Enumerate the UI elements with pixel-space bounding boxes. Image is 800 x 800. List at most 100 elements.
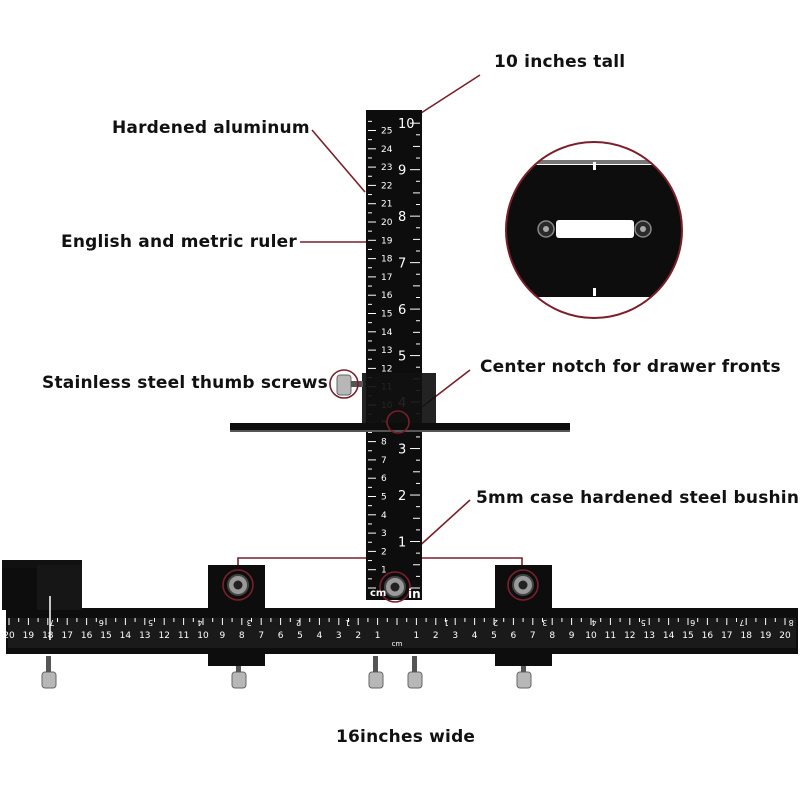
h-inch-label-right: 8	[789, 618, 794, 627]
h-cm-label-right: 1	[414, 631, 420, 641]
h-inch-label-left: 7	[50, 618, 55, 627]
h-cm-label-left: 1	[375, 631, 381, 641]
h-cm-label-right: 19	[760, 631, 772, 641]
h-inch-label-right: 3	[542, 618, 547, 627]
h-cm-label-left: 2	[355, 631, 361, 641]
h-cm-label-left: 7	[258, 631, 264, 641]
h-cm-label-left: 19	[23, 631, 35, 641]
cross-fence-plate	[230, 423, 570, 430]
callout-material: Hardened aluminum	[112, 118, 310, 138]
v-inch-label: 5	[398, 350, 406, 365]
end-fence-top	[2, 560, 82, 568]
h-inch-label-right: 1	[444, 618, 449, 627]
leader-material	[311, 129, 366, 193]
v-cm-label: 25	[381, 127, 392, 137]
vertical-ruler-body	[366, 110, 422, 600]
vertical-ruler: 1234567891011121314151617181920212223242…	[366, 110, 422, 603]
h-inch-label-left: 6	[99, 618, 104, 627]
h-inch-label-left: 5	[148, 618, 153, 627]
h-inch-label-left: 4	[197, 618, 202, 627]
h-inch-label-right: 7	[739, 618, 744, 627]
v-inch-label: 3	[398, 443, 406, 458]
callout-center-notch: Center notch for drawer fronts	[480, 357, 781, 377]
bushing-block-left	[208, 565, 265, 666]
callout-thumb-screws: Stainless steel thumb screws	[42, 373, 329, 393]
h-cm-label-left: 13	[139, 631, 150, 641]
h-cm-label-right: 13	[643, 631, 654, 641]
h-inch-label-right: 4	[592, 618, 597, 627]
h-cm-label-right: 7	[530, 631, 536, 641]
h-cm-label-right: 20	[779, 631, 791, 641]
vertical-unit-in: in	[408, 587, 421, 601]
v-inch-label: 1	[398, 536, 406, 551]
end-fence-arm	[37, 565, 82, 610]
h-inch-label-right: 2	[493, 618, 498, 627]
h-cm-label-left: 11	[178, 631, 189, 641]
h-cm-label-left: 6	[278, 631, 284, 641]
v-cm-label: 12	[381, 364, 392, 374]
h-cm-label-left: 20	[3, 631, 15, 641]
v-cm-label: 22	[381, 181, 392, 191]
v-cm-label: 3	[381, 529, 387, 539]
v-cm-label: 2	[381, 547, 387, 557]
v-inch-label: 10	[398, 117, 415, 132]
v-cm-label: 8	[381, 438, 387, 448]
callout-ruler: English and metric ruler	[61, 232, 297, 252]
h-cm-label-right: 14	[663, 631, 675, 641]
v-cm-label: 24	[381, 145, 393, 155]
v-cm-label: 5	[381, 493, 387, 503]
v-cm-label: 6	[381, 474, 387, 484]
h-cm-label-left: 5	[297, 631, 303, 641]
h-cm-label-left: 17	[61, 631, 72, 641]
v-inch-label: 7	[398, 257, 406, 272]
h-cm-label-left: 15	[100, 631, 111, 641]
v-cm-label: 14	[381, 328, 393, 338]
h-cm-label-left: 9	[220, 631, 226, 641]
v-cm-label: 7	[381, 456, 387, 466]
h-cm-label-right: 6	[511, 631, 517, 641]
h-inch-label-left: 1	[345, 618, 350, 627]
h-cm-label-right: 18	[740, 631, 752, 641]
notch-detail-inset	[505, 141, 683, 319]
h-cm-label-right: 4	[472, 631, 478, 641]
v-inch-label: 8	[398, 210, 406, 225]
v-cm-label: 18	[381, 255, 393, 265]
horizontal-scale-ticks	[8, 618, 786, 625]
h-cm-label-right: 10	[585, 631, 597, 641]
callout-bushings: 5mm case hardened steel bushings	[476, 488, 800, 508]
cross-fence-clamp	[362, 373, 436, 423]
horizontal-bar-scale-face	[8, 618, 796, 648]
v-cm-label: 1	[381, 566, 387, 576]
h-cm-label-left: 3	[336, 631, 342, 641]
v-cm-label: 16	[381, 291, 393, 301]
h-cm-label-right: 11	[605, 631, 616, 641]
h-cm-label-left: 18	[42, 631, 54, 641]
v-cm-label: 15	[381, 310, 392, 320]
h-cm-label-right: 9	[569, 631, 575, 641]
inset-slot	[556, 220, 634, 238]
v-inch-label: 2	[398, 489, 406, 504]
h-cm-label-left: 8	[239, 631, 245, 641]
callout-height: 10 inches tall	[494, 52, 626, 72]
cross-fence	[230, 369, 570, 434]
v-cm-label: 19	[381, 236, 393, 246]
v-cm-label: 13	[381, 346, 392, 356]
h-inch-label-right: 6	[690, 618, 695, 627]
h-cm-label-right: 15	[682, 631, 693, 641]
v-cm-label: 4	[381, 511, 387, 521]
leader-height	[417, 74, 481, 116]
h-center-unit: cm	[392, 640, 403, 648]
v-cm-label: 20	[381, 218, 393, 228]
h-inch-label-left: 2	[296, 618, 301, 627]
v-inch-label: 9	[398, 164, 406, 179]
h-cm-label-right: 12	[624, 631, 635, 641]
v-cm-label: 23	[381, 163, 392, 173]
callout-width: 16inches wide	[336, 727, 476, 747]
bushing-block-right	[495, 565, 552, 666]
vertical-unit-cm: cm	[370, 588, 386, 599]
h-inch-label-right: 5	[641, 618, 646, 627]
bottom-thumb-screws	[41, 656, 532, 689]
